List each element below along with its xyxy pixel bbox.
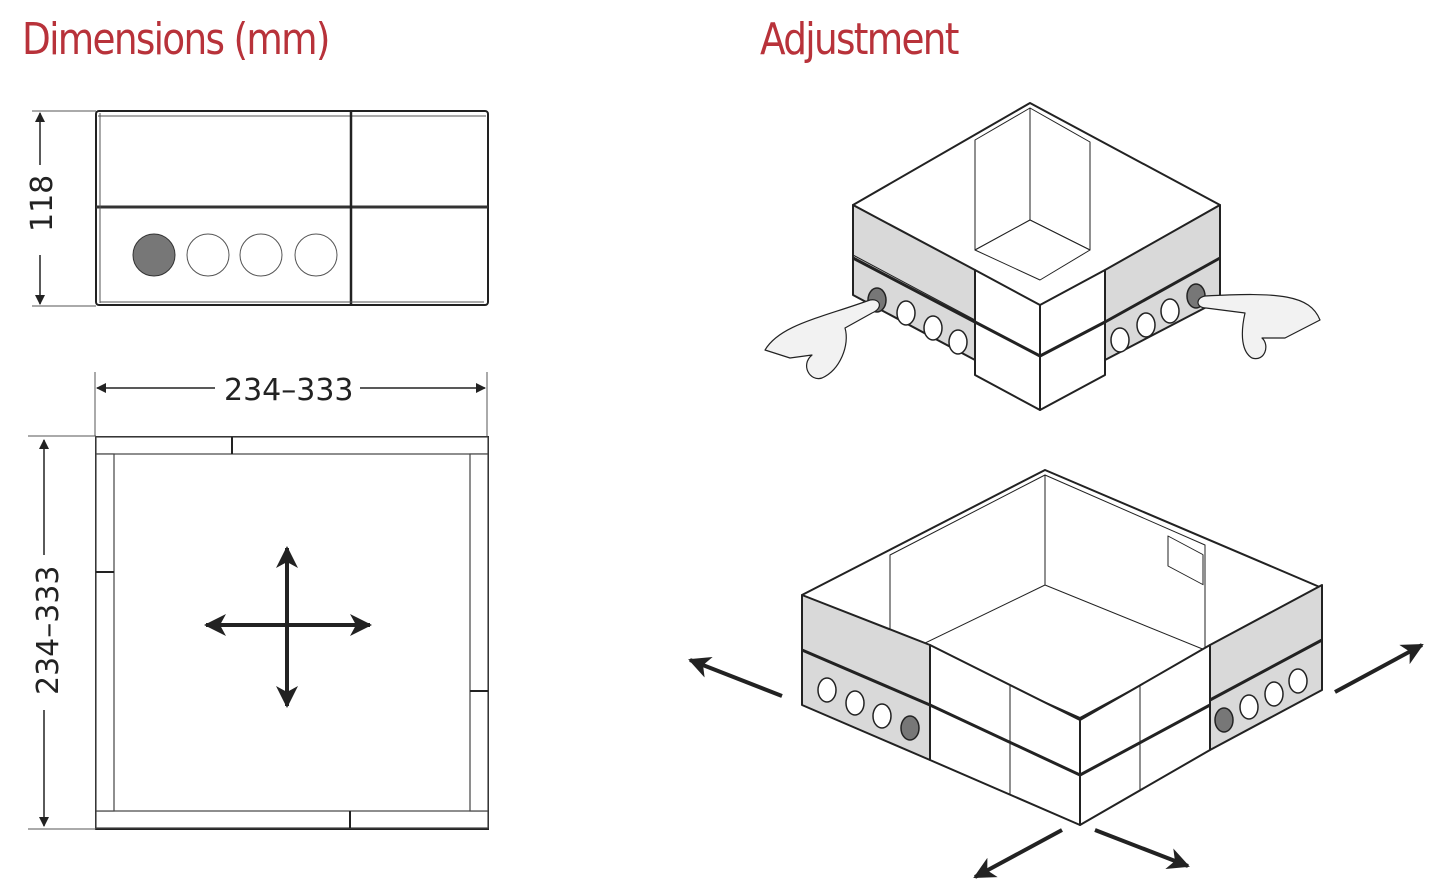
front-view xyxy=(95,110,489,306)
top-view xyxy=(95,436,489,830)
depth-label: 234–333 xyxy=(31,565,66,695)
move-cross-icon xyxy=(204,546,372,708)
expand-arrow-icon xyxy=(973,828,1063,879)
dimensions-title: Dimensions (mm) xyxy=(22,14,330,65)
adjustment-box-compressed xyxy=(764,102,1321,411)
expand-arrow-icon xyxy=(1334,643,1424,694)
expand-arrow-icon xyxy=(1094,828,1190,870)
knockout-filled xyxy=(132,233,176,277)
adjustment-box-expanded xyxy=(801,469,1323,826)
expand-arrow-icon xyxy=(688,657,783,698)
height-dimension: 118 xyxy=(25,110,96,307)
depth-dimension: 234–333 xyxy=(28,435,96,830)
hand-right-icon xyxy=(1197,293,1321,360)
adjustment-title: Adjustment xyxy=(760,14,959,65)
width-label: 234–333 xyxy=(224,373,354,408)
hand-left-icon xyxy=(764,299,880,380)
expand-arrows xyxy=(688,643,1424,879)
width-dimension: 234–333 xyxy=(94,372,488,436)
height-label: 118 xyxy=(25,175,60,232)
